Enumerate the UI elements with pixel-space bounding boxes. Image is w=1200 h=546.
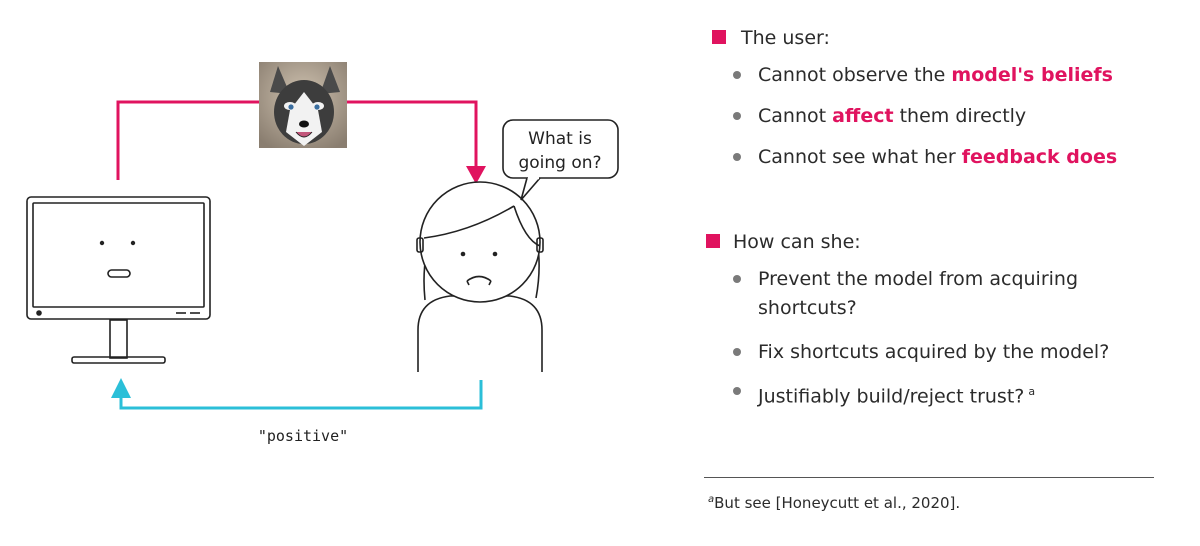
bullet-dot xyxy=(733,71,741,79)
top-arrowhead xyxy=(466,166,486,184)
footnote: aBut see [Honeycutt et al., 2020]. xyxy=(708,489,960,514)
feedback-label: "positive" xyxy=(258,427,348,445)
footnote-rule xyxy=(704,477,1154,478)
footnote-text: But see [Honeycutt et al., 2020]. xyxy=(714,494,961,512)
speech-bubble-line2: going on? xyxy=(518,153,601,173)
bullet-dot xyxy=(733,275,741,283)
monitor xyxy=(26,196,211,364)
speech-bubble-line1: What is xyxy=(528,129,592,149)
bullet-dot xyxy=(733,153,741,161)
how-bullet-3: Justifiably build/reject trust?a xyxy=(758,385,1036,408)
bullet-dot xyxy=(733,112,741,120)
user-bullet-3: Cannot see what her feedback does xyxy=(758,146,1118,168)
section-how-heading: How can she: xyxy=(733,231,861,253)
bullet-dot xyxy=(733,348,741,356)
user-bullet-2: Cannot affect them directly xyxy=(758,105,1027,127)
user-bullet-1: Cannot observe the model's beliefs xyxy=(758,64,1113,86)
diagram: "positive" xyxy=(26,62,619,445)
section-how-marker xyxy=(706,234,720,248)
how-bullet-2: Fix shortcuts acquired by the model? xyxy=(758,341,1110,363)
section-user-marker xyxy=(712,30,726,44)
bottom-arrow xyxy=(111,378,483,410)
monitor-eye-left xyxy=(99,240,105,246)
monitor-mouth xyxy=(107,269,131,278)
how-bullet-1: Prevent the model from acquiring shortcu… xyxy=(758,268,1079,319)
husky-photo xyxy=(259,62,347,148)
footnote-marker: a xyxy=(708,494,715,505)
user-figure xyxy=(416,181,544,372)
speech-bubble: What is going on? xyxy=(502,119,619,201)
monitor-eye-right xyxy=(130,240,136,246)
bottom-arrowhead xyxy=(111,378,131,398)
footnote-ref: a xyxy=(1028,385,1036,398)
bullet-dot xyxy=(733,387,741,395)
section-user-heading: The user: xyxy=(741,27,830,49)
